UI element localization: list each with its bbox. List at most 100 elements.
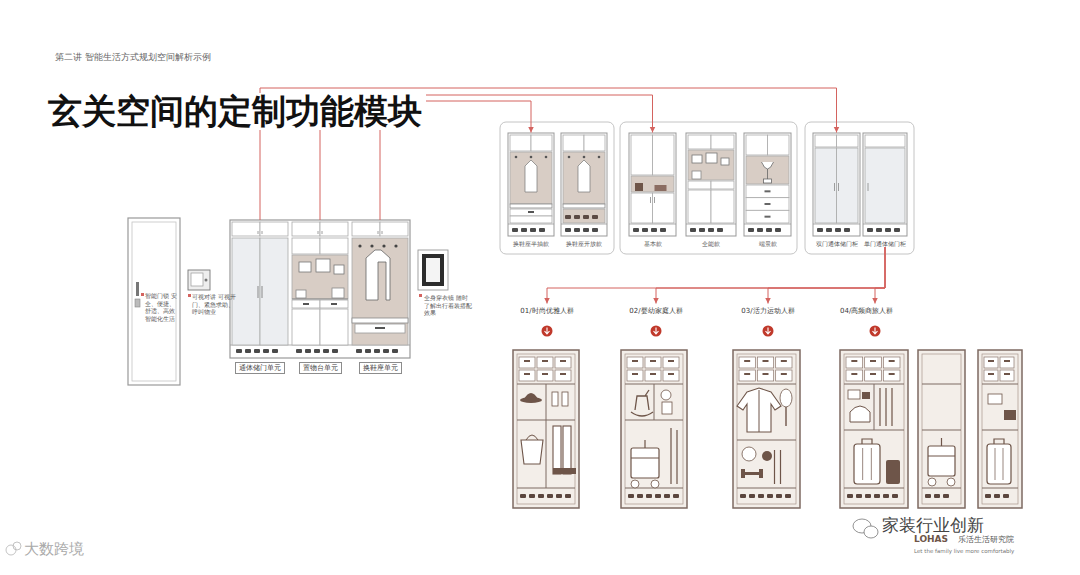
illustration-part [844,488,904,489]
illustration-part [805,122,914,254]
module-caption: 单门通体储门柜 [864,240,906,247]
illustration-part [763,326,774,337]
illustration-part [318,231,319,234]
illustration-part [676,430,677,484]
illustration-part [744,360,750,362]
illustration-part [520,494,526,498]
illustration-part [537,370,553,381]
illustration-part [982,430,1018,431]
illustration-part [565,228,571,232]
illustration-part [739,357,755,368]
illustration-part [631,390,653,416]
illustration-part [563,426,571,474]
illustration-part [358,244,361,247]
illustration-part [984,357,998,368]
watermark: LOHAS [914,534,948,545]
illustration-part [500,122,614,254]
illustration-part [886,460,900,484]
illustration-part [650,197,651,203]
illustration-part [746,210,789,223]
illustration-part [592,215,598,219]
module-caption: 基本款 [644,240,662,247]
cabinet-module: 双门通体储门柜 [813,133,860,247]
illustration-part [663,370,679,381]
illustration-part [876,228,882,232]
illustration-part [637,494,643,498]
module-caption: 端景款 [759,240,777,247]
illustration-part [928,446,955,476]
illustration-part [1004,360,1010,362]
illustration-part [562,392,568,406]
illustration-part [625,420,683,421]
illustration-part [879,388,880,426]
illustration-part [598,156,601,159]
illustration-part [513,350,579,508]
illustration-part [578,160,590,192]
illustration-part [870,360,876,362]
illustration-part [303,303,309,305]
illustration-part [883,494,889,498]
connector-line [875,247,885,304]
illustration-part [542,373,548,375]
illustration-part [334,265,344,274]
illustration-part [662,402,672,414]
illustration-part [654,384,655,420]
watermark: Let the family live more comfortably [914,548,1014,555]
illustration-part [995,448,996,480]
illustration-part [262,231,263,234]
illustration-part [552,392,558,406]
illustration-part [654,197,655,203]
illustration-part [874,494,880,498]
illustration-part [815,135,837,147]
illustration-part [813,133,860,236]
illustration-part [1004,373,1010,375]
illustration-part [378,231,379,234]
illustration-part [426,258,440,282]
illustration-part [746,198,789,211]
cabinet-module: 换鞋座开放款 [561,133,607,247]
illustration-part [260,222,288,236]
illustration-part [258,231,259,234]
illustration-part [781,360,787,362]
illustration-part [629,224,676,225]
illustration-part [844,430,904,431]
illustration-part [583,215,589,219]
illustration-part [629,133,676,236]
illustration-part [874,384,875,430]
illustration-part [934,494,940,498]
illustration-part [690,228,696,232]
illustration-part [632,360,638,362]
illustration-part [538,494,544,498]
illustration-part [555,370,571,381]
illustration-part [848,390,860,399]
illustration-part [260,238,288,345]
illustration-part [627,370,643,381]
illustration-part [692,155,702,163]
illustration-part [365,349,371,353]
illustration-part [757,228,763,232]
illustration-part [865,135,905,147]
illustration-part [768,135,790,155]
illustration-part [296,290,306,298]
cabinet-module: 基本款 [629,133,676,247]
illustration-part [305,349,311,353]
illustration-part [352,318,408,323]
illustration-part [744,133,791,236]
illustration-part [374,349,380,353]
illustration-part [531,135,552,151]
illustration-part [867,228,873,232]
callout-note: 可视对讲 可视开门、紧急求助、呼叫物业 [192,293,236,316]
module-caption: 换鞋座开放款 [566,240,602,247]
illustration-part [323,349,329,353]
illustration-part [737,488,796,489]
illustration-part [563,209,605,223]
illustration-part [525,160,537,192]
illustration-part [854,444,880,484]
group-label: 04/高频商旅人群 [840,307,893,315]
module-caption: 双门通体储门柜 [816,240,858,247]
illustration-part [292,222,320,236]
group-label: 02/婴幼家庭人群 [629,307,682,315]
group-label: 03/活力运动人群 [741,307,794,315]
illustration-part [846,370,863,381]
